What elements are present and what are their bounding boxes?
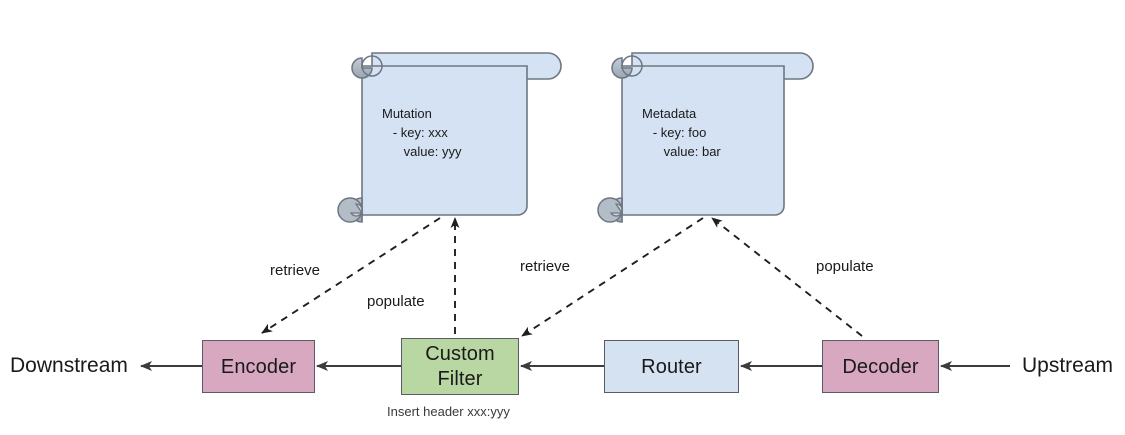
dashed-arrow-retrieve-metadata-customfilter xyxy=(521,217,704,337)
scroll-mutation: Mutation - key: xxx value: yyy xyxy=(362,66,527,215)
caption-custom-filter: Insert header xxx:yyy xyxy=(387,404,510,419)
node-router-label: Router xyxy=(641,355,702,378)
label-downstream: Downstream xyxy=(10,354,128,377)
scroll-shape-mutation xyxy=(337,52,562,223)
node-custom-filter-label: Custom Filter xyxy=(425,342,495,390)
dashed-arrow-retrieve-mutation-encoder xyxy=(261,217,441,334)
label-populate-right: populate xyxy=(816,258,874,275)
dashed-arrow-populate-decoder-metadata xyxy=(711,217,863,337)
node-encoder-label: Encoder xyxy=(220,355,297,378)
label-upstream: Upstream xyxy=(1022,354,1114,377)
label-retrieve-right: retrieve xyxy=(520,258,571,275)
scroll-metadata: Metadata - key: foo value: bar xyxy=(622,66,784,215)
scroll-shape-metadata xyxy=(597,52,814,223)
node-custom-filter[interactable]: Custom Filter xyxy=(401,338,519,395)
label-retrieve-left: retrieve xyxy=(270,262,321,279)
node-encoder[interactable]: Encoder xyxy=(202,340,315,393)
scroll-mutation-text: Mutation - key: xxx value: yyy xyxy=(382,106,462,159)
node-decoder[interactable]: Decoder xyxy=(822,340,939,393)
label-populate-left: populate xyxy=(367,293,425,310)
node-router[interactable]: Router xyxy=(604,340,739,393)
node-decoder-label: Decoder xyxy=(842,355,919,378)
scroll-metadata-text: Metadata - key: foo value: bar xyxy=(642,106,721,159)
